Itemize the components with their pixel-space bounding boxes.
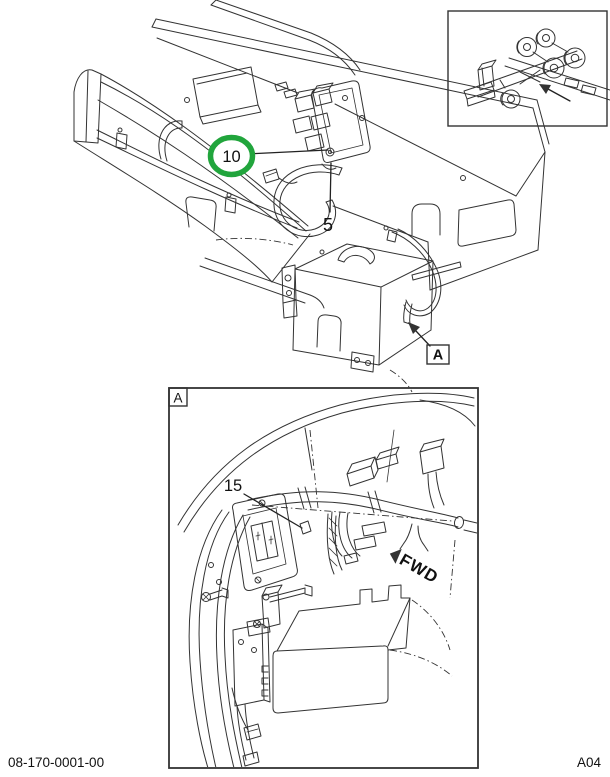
callout-15-leader [243,493,303,529]
junction-block-linework [292,80,371,170]
vehicle-orientation-inset [447,10,608,127]
detail-view-label: A [173,391,182,406]
main-view-linework [151,0,610,309]
front-bumper-linework [73,69,311,283]
detail-marker-arrowhead [408,322,420,334]
callout-10-leader [246,149,329,155]
detail-marker-label: A [433,348,444,364]
inset-arrowhead [539,84,551,94]
inset-frame [447,10,608,127]
callout-10[interactable]: 10 [207,134,329,178]
hose-loop-linework [262,164,343,237]
document-number: 08-170-0001-00 [8,755,104,770]
fwd-arrow-icon [389,548,402,564]
fwd-direction: FWD [389,548,442,587]
callout-5-label: 5 [323,215,333,235]
reservoir-box-linework [215,225,462,393]
fwd-label: FWD [396,550,442,587]
callout-5-leader [329,162,332,213]
callout-10-label: 10 [222,148,240,166]
detail-linework [177,392,477,767]
detail-marker: A [408,322,450,365]
highlight-ring [207,134,256,178]
inset-arrow [547,88,571,102]
page-code: A04 [577,755,602,770]
callout-15[interactable]: 15 [224,477,312,535]
detail-view-label-box [168,387,188,407]
detail-view-frame [168,387,479,769]
callout-15-label: 15 [224,477,242,495]
callout-5[interactable]: 5 [323,162,333,235]
chassis-drawing [463,28,586,109]
detail-marker-box [426,344,450,365]
detail-view-a: A [168,387,479,769]
